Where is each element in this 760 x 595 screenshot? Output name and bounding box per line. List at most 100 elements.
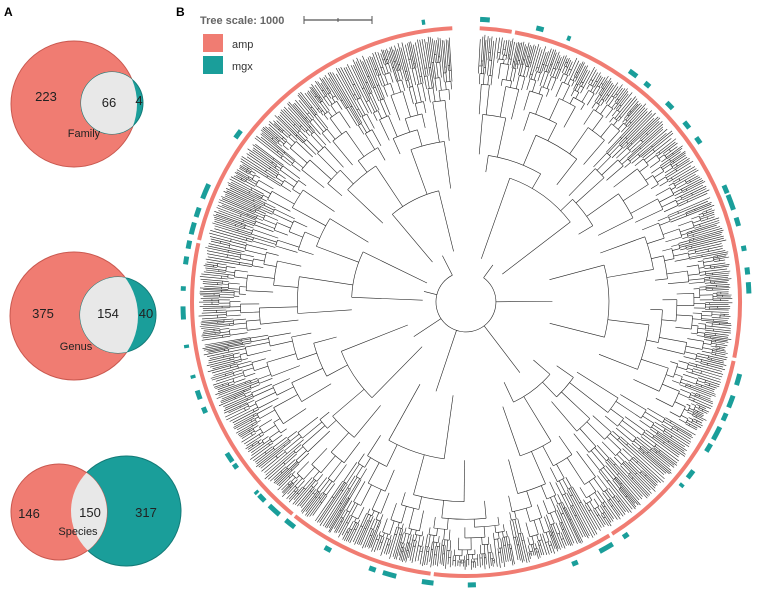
tree-branch [491, 37, 497, 76]
tree-branch [414, 103, 419, 115]
tree-arc [616, 109, 620, 113]
tree-arc [503, 536, 508, 538]
tree-branch [673, 147, 683, 155]
tree-branch [502, 537, 504, 546]
tree-branch [343, 67, 354, 86]
tree-branch [305, 479, 315, 490]
tree-arc [617, 473, 620, 476]
tree-arc [517, 483, 546, 494]
tree-arc [255, 180, 259, 186]
tree-branch [655, 278, 668, 281]
tree-branch [218, 210, 244, 221]
tree-arc [320, 501, 322, 504]
tree-branch [548, 545, 552, 554]
tree-branch [205, 267, 220, 270]
legend: amp mgx [203, 34, 253, 74]
tree-branch [400, 532, 404, 543]
tree-branch [619, 93, 629, 106]
tree-branch [661, 157, 667, 163]
tree-branch [532, 47, 541, 75]
tree-arc [481, 84, 490, 86]
tree-branch [444, 539, 446, 546]
tree-branch [643, 451, 670, 475]
tree-branch [229, 244, 246, 249]
tree-branch [321, 495, 328, 503]
tree-branch [619, 487, 628, 497]
tree-branch [407, 43, 412, 59]
mgx-ring-segment [233, 129, 243, 140]
tree-arc [482, 543, 489, 545]
tree-arc [408, 58, 411, 60]
tree-arc [520, 440, 552, 457]
tree-branch [298, 487, 305, 495]
tree-branch [691, 403, 696, 406]
tree-branch [287, 430, 297, 439]
mgx-ring-segment [193, 206, 202, 218]
tree-branch [562, 478, 569, 490]
tree-branch [691, 237, 724, 247]
tree-branch [490, 558, 492, 566]
tree-branch [216, 207, 241, 217]
tree-branch [260, 136, 279, 152]
tree-branch [213, 367, 239, 376]
tree-branch [419, 39, 425, 69]
tree-branch [245, 381, 251, 384]
mgx-ring-segment [190, 374, 196, 379]
tree-branch [685, 386, 712, 398]
tree-arc [548, 510, 557, 515]
tree-branch [314, 490, 318, 495]
tree-branch [523, 90, 530, 111]
tree-branch [222, 382, 229, 385]
tree-branch [395, 542, 401, 560]
tree-branch [656, 433, 669, 443]
tree-branch [309, 90, 316, 98]
tree-branch [371, 92, 380, 111]
tree-branch [711, 311, 729, 313]
tree-branch [429, 549, 432, 562]
tree-branch [671, 420, 696, 436]
legend-amp-label: amp [232, 39, 253, 51]
tree-branch [566, 489, 571, 497]
tree-branch [684, 174, 696, 181]
tree-branch [502, 40, 505, 50]
tree-branch [679, 169, 699, 181]
tree-branch [419, 551, 423, 565]
tree-branch [245, 444, 253, 450]
tree-branch [228, 184, 266, 204]
tree-branch [546, 89, 550, 97]
tree-branch [329, 218, 369, 243]
tree-branch [402, 542, 408, 563]
tree-branch [228, 345, 246, 350]
tree-arc [265, 169, 267, 172]
tree-branch [641, 359, 669, 369]
tree-branch [247, 328, 261, 331]
tree-branch [617, 501, 626, 512]
tree-branch [695, 360, 701, 363]
tree-branch [558, 503, 564, 514]
mgx-ring-segment [257, 493, 267, 503]
tree-branch [692, 370, 701, 374]
tree-branch [699, 394, 711, 400]
tree-branch [244, 434, 260, 445]
tree-arc [670, 420, 672, 423]
tree-branch [637, 128, 668, 155]
tree-branch [240, 403, 248, 408]
tree-branch [406, 71, 410, 80]
tree-arc [418, 545, 422, 547]
tree-branch [445, 550, 448, 569]
tree-branch [713, 257, 718, 259]
tree-arc [677, 211, 679, 214]
tree-branch [685, 235, 724, 247]
tree-branch [698, 323, 706, 325]
tree-branch [208, 357, 230, 364]
tree-branch [401, 523, 404, 529]
tree-branch [358, 528, 367, 546]
tree-branch [371, 346, 423, 398]
tree-branch [627, 144, 633, 149]
tree-branch [676, 156, 688, 165]
tree-branch [226, 410, 246, 421]
tree-branch [237, 360, 252, 366]
tree-branch [529, 44, 535, 63]
tree-branch [443, 529, 445, 540]
tree-branch [566, 457, 585, 485]
